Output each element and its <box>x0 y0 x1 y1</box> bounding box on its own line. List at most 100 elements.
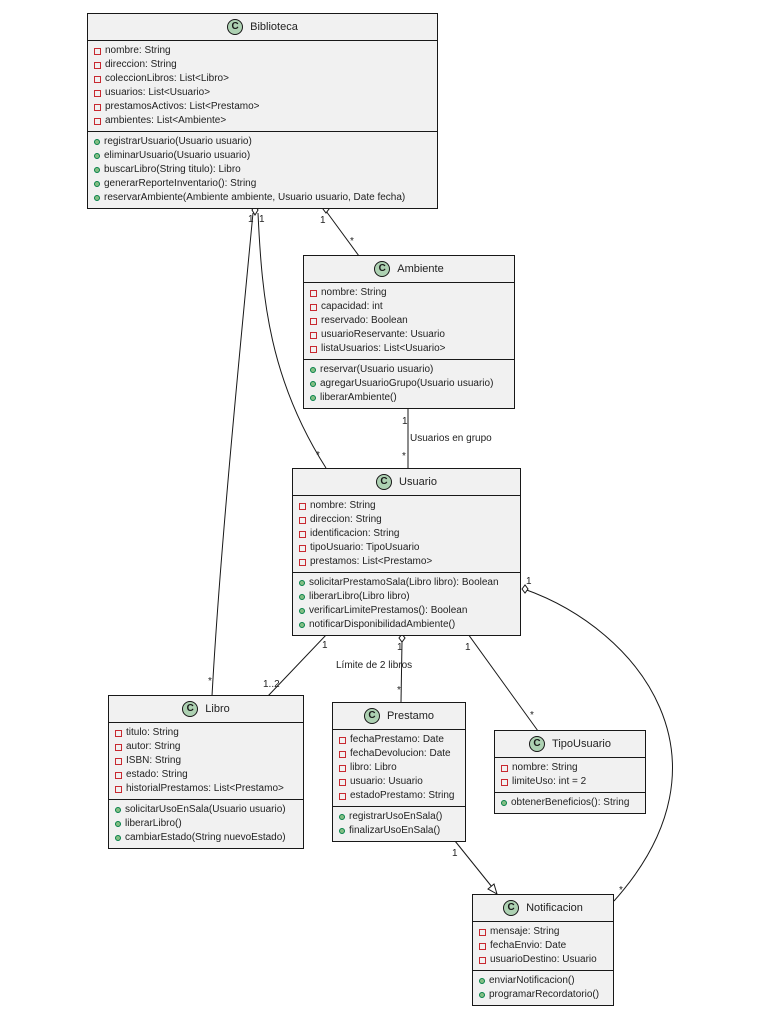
link-usuario-tipousuario <box>467 633 539 732</box>
attribute-text: ISBN: String <box>126 755 182 766</box>
operations-section: reservar(Usuario usuario) agregarUsuarioG… <box>304 359 514 408</box>
class-name: Notificacion <box>526 902 583 914</box>
operations-section: solicitarUsoEnSala(Usuario usuario)liber… <box>109 799 303 848</box>
mult-label: * <box>208 676 212 687</box>
public-visibility-icon <box>94 139 100 145</box>
public-visibility-icon <box>94 153 100 159</box>
attribute-text: nombre: String <box>321 287 387 298</box>
attribute-row: prestamos: List<Prestamo> <box>299 555 514 569</box>
operation-row: verificarLimitePrestamos(): Boolean <box>299 604 514 618</box>
attribute-text: nombre: String <box>310 500 376 511</box>
attribute-row: ISBN: String <box>115 754 297 768</box>
attribute-row: limiteUso: int = 2 <box>501 775 639 789</box>
private-visibility-icon <box>310 289 317 297</box>
class-name: Libro <box>205 703 230 715</box>
private-visibility-icon <box>299 502 306 510</box>
attribute-text: usuarios: List<Usuario> <box>105 87 211 98</box>
operation-row: liberarLibro(Libro libro) <box>299 590 514 604</box>
attribute-text: fechaDevolucion: Date <box>350 748 451 759</box>
operation-row: programarRecordatorio() <box>479 988 607 1002</box>
operation-text: obtenerBeneficios(): String <box>511 797 630 808</box>
private-visibility-icon <box>115 743 122 751</box>
attribute-text: usuarioDestino: Usuario <box>490 954 597 965</box>
operation-row: buscarLibro(String titulo): Libro <box>94 163 431 177</box>
class-stereotype-icon: C <box>529 736 546 752</box>
private-visibility-icon <box>339 764 346 772</box>
private-visibility-icon <box>94 103 101 111</box>
operation-text: solicitarPrestamoSala(Libro libro): Bool… <box>309 577 499 588</box>
private-visibility-icon <box>94 61 101 69</box>
attribute-row: coleccionLibros: List<Libro> <box>94 72 431 86</box>
public-visibility-icon <box>299 594 305 600</box>
private-visibility-icon <box>115 729 122 737</box>
operation-row: obtenerBeneficios(): String <box>501 796 639 810</box>
attribute-text: libro: Libro <box>350 762 397 773</box>
public-visibility-icon <box>310 367 316 373</box>
class-name: Biblioteca <box>250 21 298 33</box>
private-visibility-icon <box>479 956 486 964</box>
attribute-row: reservado: Boolean <box>310 314 508 328</box>
public-visibility-icon <box>310 381 316 387</box>
private-visibility-icon <box>479 942 486 950</box>
attribute-row: nombre: String <box>310 286 508 300</box>
attribute-row: nombre: String <box>501 761 639 775</box>
mult-label: 1 <box>452 848 458 859</box>
class-header: C Notificacion <box>473 895 613 922</box>
class-stereotype-icon: C <box>503 900 520 916</box>
attribute-text: fechaPrestamo: Date <box>350 734 444 745</box>
attribute-row: estado: String <box>115 768 297 782</box>
attribute-text: nombre: String <box>105 45 171 56</box>
attribute-row: nombre: String <box>94 44 431 58</box>
operation-row: agregarUsuarioGrupo(Usuario usuario) <box>310 377 508 391</box>
private-visibility-icon <box>299 516 306 524</box>
attribute-row: direccion: String <box>299 513 514 527</box>
operation-text: verificarLimitePrestamos(): Boolean <box>309 605 468 616</box>
attribute-text: prestamos: List<Prestamo> <box>310 556 433 567</box>
private-visibility-icon <box>115 757 122 765</box>
attribute-text: estado: String <box>126 769 188 780</box>
operation-text: eliminarUsuario(Usuario usuario) <box>104 150 251 161</box>
attribute-text: limiteUso: int = 2 <box>512 776 587 787</box>
operation-text: registrarUsuario(Usuario usuario) <box>104 136 252 147</box>
private-visibility-icon <box>479 928 486 936</box>
operation-text: buscarLibro(String titulo): Libro <box>104 164 241 175</box>
relation-label: Usuarios en grupo <box>410 433 492 444</box>
attribute-text: autor: String <box>126 741 181 752</box>
mult-label: * <box>402 451 406 462</box>
private-visibility-icon <box>94 89 101 97</box>
operations-section: registrarUsoEnSala()finalizarUsoEnSala() <box>333 806 465 841</box>
operation-text: liberarLibro(Libro libro) <box>309 591 410 602</box>
private-visibility-icon <box>339 750 346 758</box>
private-visibility-icon <box>339 792 346 800</box>
attribute-text: coleccionLibros: List<Libro> <box>105 73 229 84</box>
private-visibility-icon <box>115 771 122 779</box>
operations-section: enviarNotificacion()programarRecordatori… <box>473 970 613 1005</box>
operation-row: liberarAmbiente() <box>310 391 508 405</box>
public-visibility-icon <box>94 167 100 173</box>
attribute-text: nombre: String <box>512 762 578 773</box>
attribute-row: capacidad: int <box>310 300 508 314</box>
public-visibility-icon <box>94 181 100 187</box>
attribute-text: historialPrestamos: List<Prestamo> <box>126 783 284 794</box>
link-usuario-prestamo <box>400 641 403 703</box>
private-visibility-icon <box>339 736 346 744</box>
class-name: Ambiente <box>397 263 444 275</box>
attribute-row: usuarios: List<Usuario> <box>94 86 431 100</box>
attribute-row: usuarioDestino: Usuario <box>479 953 607 967</box>
mult-label: 1 <box>465 642 471 653</box>
operation-text: reservar(Usuario usuario) <box>320 364 434 375</box>
operations-section: obtenerBeneficios(): String <box>495 792 645 813</box>
